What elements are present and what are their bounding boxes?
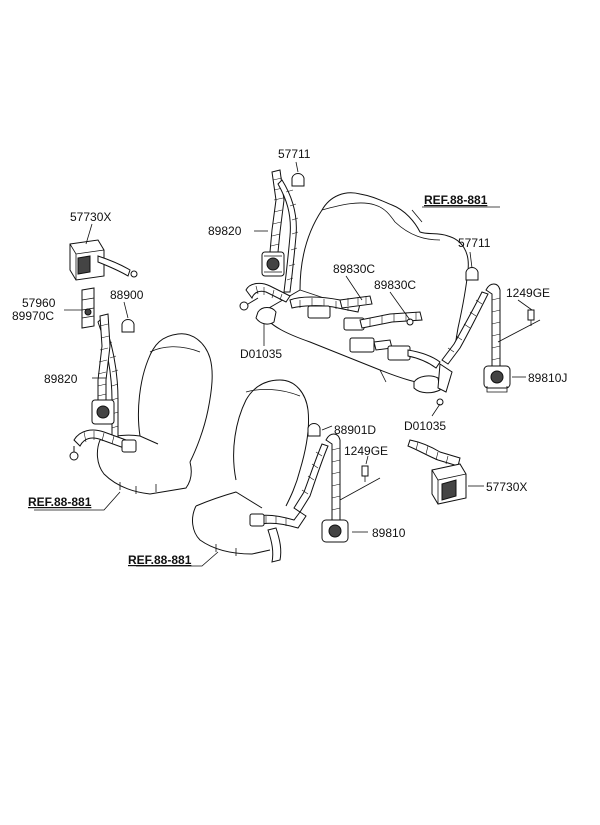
label-89830c-b: 89830C [374, 278, 416, 292]
label-89810: 89810 [372, 526, 406, 540]
label-89810j: 89810J [528, 371, 567, 385]
label-89830c-a: 89830C [333, 262, 375, 276]
retractor-57730x-bottom [407, 439, 467, 505]
label-1249ge-right: 1249GE [506, 286, 550, 300]
label-57960: 57960 [22, 296, 56, 310]
label-57730x-top: 57730X [70, 210, 111, 224]
label-57711-right: 57711 [458, 236, 491, 250]
label-57730x-bottom: 57730X [486, 480, 527, 494]
front-left-belt [69, 239, 138, 461]
label-ref-rear: REF.88-881 [424, 193, 488, 207]
label-88900: 88900 [110, 288, 144, 302]
rear-right-belt [413, 267, 535, 406]
label-89820-left: 89820 [44, 372, 78, 386]
front-center-seat [192, 379, 309, 556]
d01035-left-cover [255, 307, 277, 325]
front-center-belt [249, 423, 369, 563]
label-89820-center: 89820 [208, 224, 242, 238]
label-d01035-left: D01035 [240, 347, 282, 361]
label-1249ge-center: 1249GE [344, 444, 388, 458]
label-89970c: 89970C [12, 309, 54, 323]
rear-center-belt [239, 169, 305, 311]
leader-lines [34, 161, 541, 567]
label-ref-bottom: REF.88-881 [128, 553, 192, 567]
part-labels: 57711 89820 REF.88-881 57711 57730X 8983… [12, 147, 567, 567]
label-d01035-right: D01035 [404, 419, 446, 433]
label-57711-top: 57711 [278, 147, 311, 161]
label-88901d: 88901D [334, 423, 376, 437]
rear-buckles [289, 295, 441, 369]
label-ref-left: REF.88-881 [28, 495, 92, 509]
